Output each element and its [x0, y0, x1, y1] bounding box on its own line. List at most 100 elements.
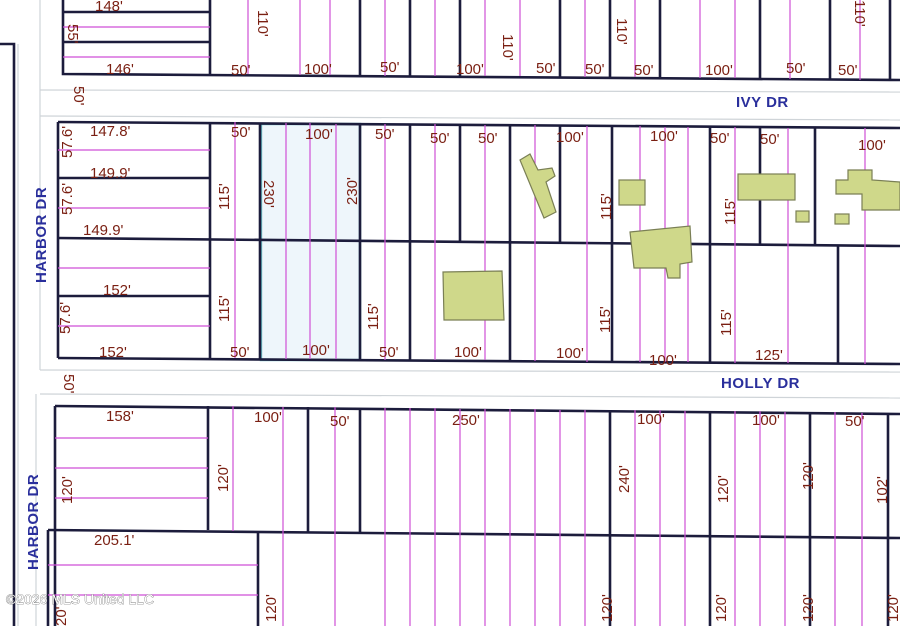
street-label-holly: HOLLY DR: [721, 375, 800, 392]
dimension-label: 50': [478, 130, 498, 147]
building-footprint: [618, 179, 646, 206]
dimension-label: 50': [845, 413, 865, 430]
dimension-label: 240': [616, 465, 633, 493]
dimension-label: 152': [99, 344, 127, 361]
building-footprint: [737, 173, 796, 201]
dimension-label: 50': [536, 60, 556, 77]
dimension-label: 149.9': [90, 165, 131, 182]
dimension-label: 50': [231, 124, 251, 141]
dimension-label: 100': [456, 61, 484, 78]
dimension-label: 146': [106, 61, 134, 78]
dimension-label: 115': [718, 309, 735, 336]
building-footprint: [519, 153, 557, 219]
sub-lines-top-strip: [63, 0, 861, 80]
lot-lines-top-strip: [61, 0, 900, 82]
dimension-label: 100': [305, 126, 333, 143]
dimension-label: 230': [260, 180, 277, 208]
road-edges: [17, 0, 900, 626]
dimension-label: 50': [60, 374, 77, 394]
lot-line-outer-left: [0, 42, 16, 626]
dimension-label: 152': [103, 282, 131, 299]
dimension-label: 57.6': [57, 302, 74, 334]
lot-lines-middle-block: [56, 120, 900, 366]
dimension-label: 148': [95, 0, 123, 15]
dimension-label: 120': [800, 594, 817, 622]
dimension-label: 147.8': [90, 123, 131, 140]
dimension-label: 100': [858, 137, 886, 154]
dimension-labels-top: 148' 55' 110' 110' 110' 110' 146' 50' 10…: [64, 0, 868, 79]
copyright-watermark: ©2026 MLS United LLC: [6, 591, 154, 607]
dimension-label: 250': [452, 412, 480, 429]
dimension-label: 115': [216, 183, 233, 210]
dimension-label: 100': [254, 409, 282, 426]
building-footprint: [834, 213, 850, 225]
dimension-label: 102': [874, 476, 891, 504]
dimension-label: 50': [379, 344, 399, 361]
dimension-label: 149.9': [83, 222, 124, 239]
dimension-label: 110': [499, 34, 516, 61]
dimension-label: 120': [215, 464, 232, 492]
dimension-label: 50': [70, 86, 87, 106]
dimension-label: 100': [650, 128, 678, 145]
dimension-label: 100': [304, 61, 332, 78]
dimension-label: 115': [597, 306, 614, 333]
dimension-label: 120': [800, 462, 817, 490]
street-label-ivy: IVY DR: [736, 94, 789, 111]
building-footprint: [629, 225, 693, 279]
dimension-label: 50': [585, 61, 605, 78]
dimension-label: 100': [556, 129, 584, 146]
dimension-label: 120': [885, 594, 900, 622]
dimension-label: 55': [64, 24, 81, 44]
dimension-label: 50': [760, 131, 780, 148]
dimension-label: 50': [231, 62, 251, 79]
dimension-label: 120': [59, 476, 76, 504]
dimension-label: 230': [344, 177, 361, 205]
dimension-label: 50': [375, 126, 395, 143]
building-footprint: [442, 270, 505, 321]
dimension-label: 110': [254, 10, 271, 37]
dimension-label: 100': [454, 344, 482, 361]
dimension-label: 115': [598, 193, 615, 220]
building-footprints: [442, 153, 900, 321]
dimension-label: 100': [302, 342, 330, 359]
street-label-harbor-lower: HARBOR DR: [25, 474, 42, 570]
dimension-label: 100': [752, 412, 780, 429]
dimension-label: 50': [430, 130, 450, 147]
dimension-label: 57.6': [59, 183, 76, 215]
dimension-label: 115': [722, 198, 739, 225]
dimension-labels-middle: 50' 57.6' 147.8' 57.6' 149.9' 149.9' 152…: [57, 86, 886, 369]
dimension-label: 205.1': [94, 532, 135, 549]
dimension-label: 100': [649, 352, 677, 369]
dimension-label: 158': [106, 408, 134, 425]
dimension-label: 100': [556, 345, 584, 362]
dimension-label: 115': [365, 303, 382, 330]
dimension-label: 20': [53, 606, 70, 626]
dimension-label: 50': [710, 130, 730, 147]
dimension-label: 120': [715, 475, 732, 503]
dimension-labels-lower: 50' 158' 100' 50' 250' 100' 100' 50' 120…: [53, 374, 900, 626]
dimension-label: 100': [637, 411, 665, 428]
dimension-label: 50': [634, 62, 654, 79]
building-footprint: [835, 169, 900, 211]
dimension-label: 120': [263, 594, 280, 622]
lot-lines-lower-block: [46, 404, 900, 626]
sub-lines-middle-block: [58, 122, 866, 364]
dimension-label: 100': [705, 62, 733, 79]
sub-lines-lower-block: [48, 406, 863, 626]
dimension-label: 50': [786, 60, 806, 77]
building-footprint: [795, 210, 810, 223]
dimension-label: 50': [230, 344, 250, 361]
dimension-label: 110': [613, 18, 630, 45]
dimension-label: 125': [755, 347, 783, 364]
dimension-label: 50': [838, 62, 858, 79]
dimension-label: 120': [713, 594, 730, 622]
dimension-label: 110': [851, 0, 868, 27]
street-label-harbor-upper: HARBOR DR: [33, 187, 50, 283]
dimension-label: 50': [380, 59, 400, 76]
dimension-label: 57.6': [59, 126, 76, 158]
dimension-label: 120': [599, 594, 616, 622]
dimension-label: 115': [216, 295, 233, 322]
dimension-label: 50': [330, 413, 350, 430]
